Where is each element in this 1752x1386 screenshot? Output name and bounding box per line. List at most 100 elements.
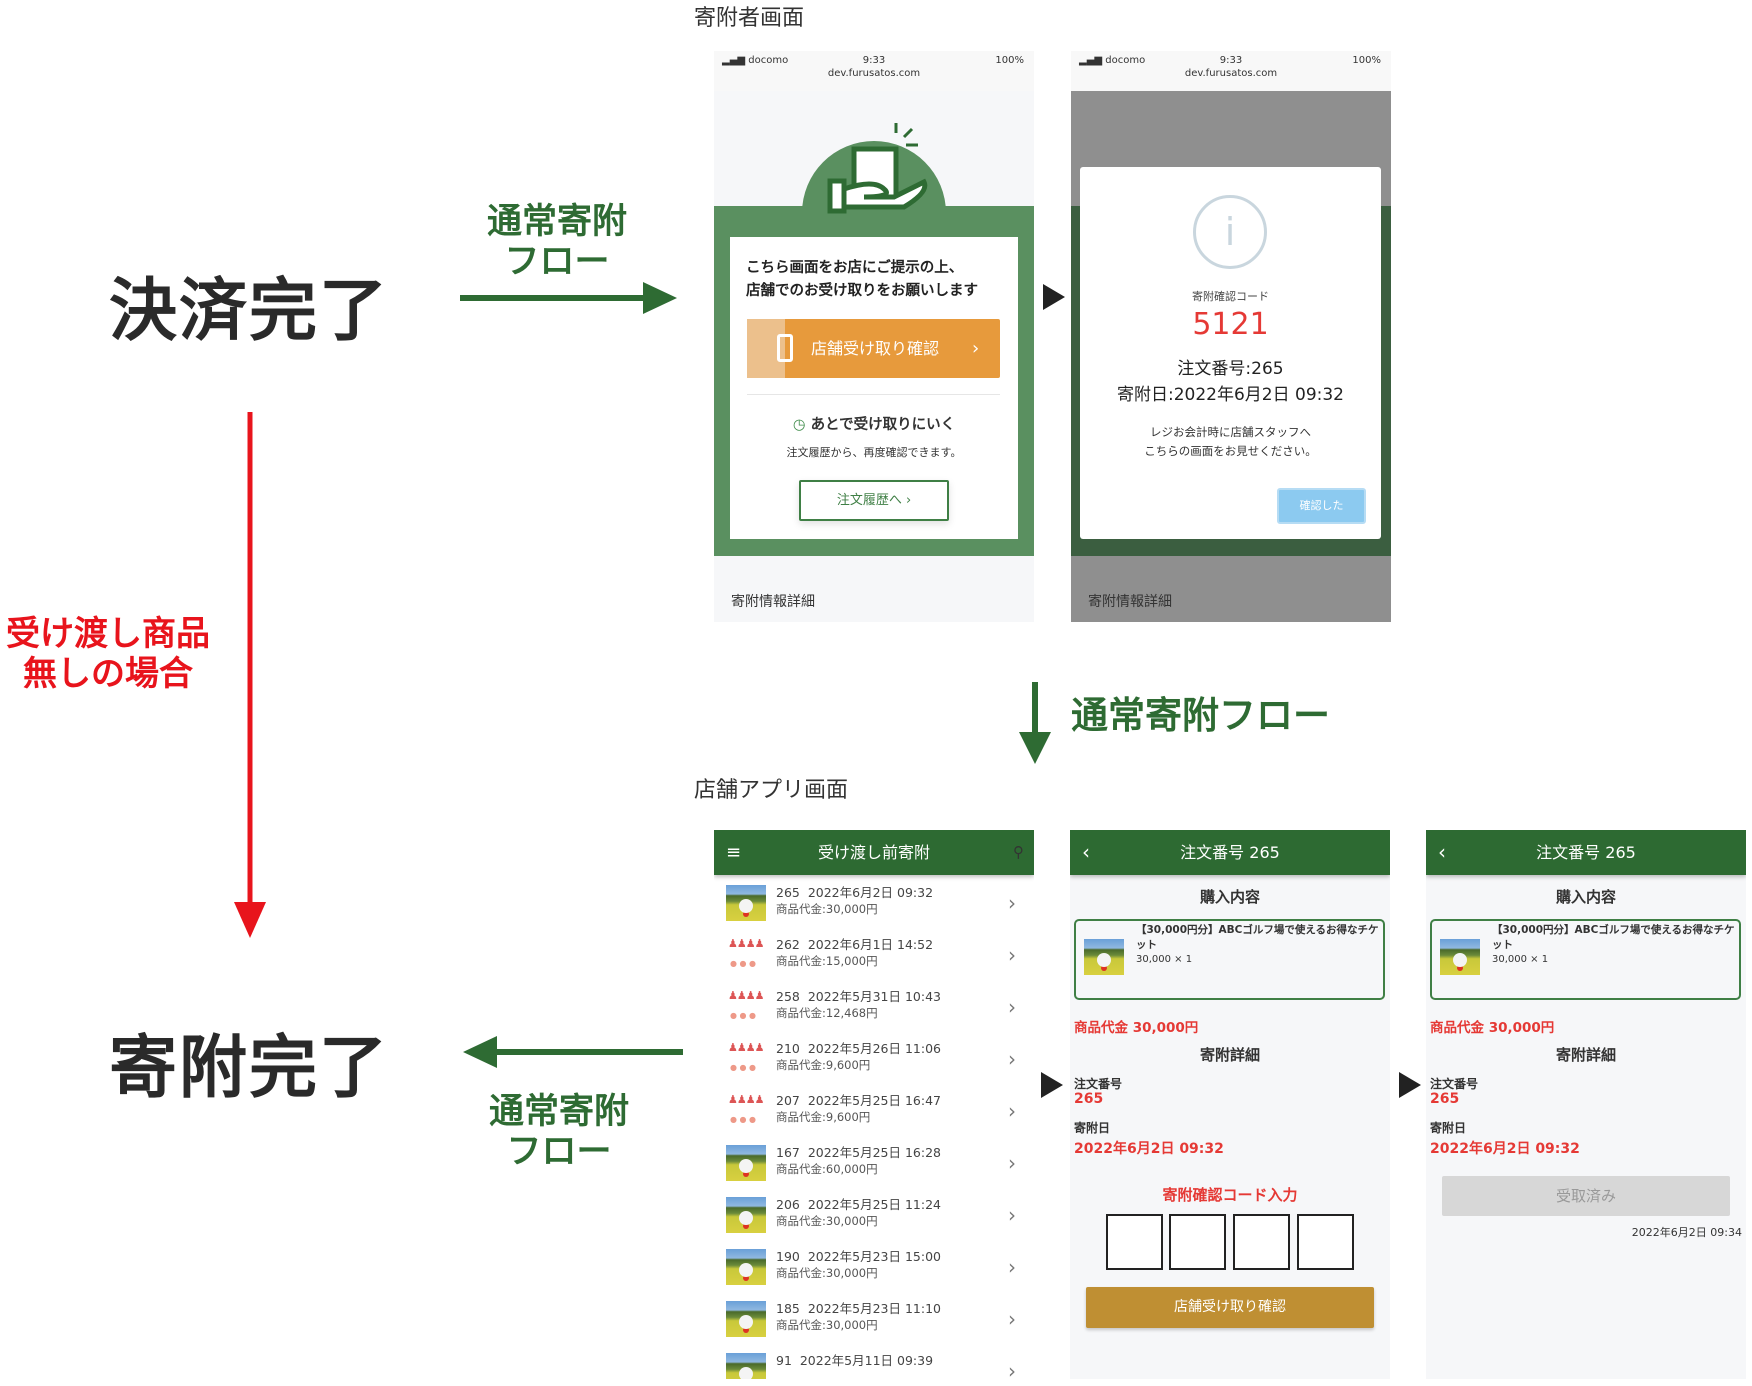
search-icon[interactable]: ⚲ <box>1013 843 1024 861</box>
item-date: 2022年5月31日 10:43 <box>807 989 941 1004</box>
instruction-line: こちら画面をお店にご提示の上、 <box>746 260 964 276</box>
smartphone-icon <box>777 334 793 362</box>
instruction-line: 店舗でのお受け取りをお願いします <box>746 283 978 299</box>
item-id: 190 <box>776 1249 800 1264</box>
item-date: 2022年5月25日 11:24 <box>807 1197 941 1212</box>
down-arrow-green <box>1019 682 1051 764</box>
item-date: 2022年5月26日 11:06 <box>807 1041 941 1056</box>
list-item[interactable]: 91 2022年5月11日 09:39 › <box>714 1345 1034 1379</box>
item-price: 商品代金:30,000円 <box>776 1266 878 1280</box>
code-digit-input[interactable] <box>1233 1214 1290 1270</box>
item-id: 206 <box>776 1197 800 1212</box>
next-triangle <box>1041 1072 1063 1098</box>
donation-complete-label: 寄附完了 <box>108 1029 389 1108</box>
code-modal: i 寄附確認コード 5121 注文番号:265 寄附日:2022年6月2日 09… <box>1080 167 1381 539</box>
code-digit-input[interactable] <box>1106 1214 1163 1270</box>
detail-heading: 寄附詳細 <box>1199 1046 1260 1064</box>
item-price: 商品代金:15,000円 <box>776 954 878 968</box>
header-title: 受け渡し前寄附 <box>817 843 930 862</box>
next-triangle <box>1399 1072 1421 1098</box>
code-digit-input[interactable] <box>1169 1214 1226 1270</box>
right-arrow-green <box>460 282 677 314</box>
no-item-label: 受け渡し商品無しの場合 <box>0 614 223 694</box>
store-receive-confirm-button[interactable]: 店舗受け取り確認 <box>1086 1287 1374 1328</box>
store-screen-label: 店舗アプリ画面 <box>694 778 849 803</box>
receive-card: こちら画面をお店にご提示の上、店舗でのお受け取りをお願いします 店舗受け取り確認… <box>730 237 1018 539</box>
item-thumbnail <box>726 1353 766 1379</box>
message-line: レジお会計時に店舗スタッフへ <box>1150 425 1311 439</box>
flow-text: 無しの場合 <box>23 654 193 694</box>
item-id: 258 <box>776 989 800 1004</box>
item-price: 商品代金:60,000円 <box>776 1162 878 1176</box>
normal-flow-label-down: 通常寄附フロー <box>1071 694 1330 737</box>
info-icon: i <box>1193 195 1267 269</box>
normal-flow-label-top: 通常寄附フロー <box>447 202 667 282</box>
order-value: 265 <box>1074 1091 1104 1107</box>
purchase-heading: 購入内容 <box>1555 888 1616 906</box>
hand-package-icon <box>827 123 928 214</box>
button-label: 店舗受け取り確認 <box>811 339 940 358</box>
down-arrow-red <box>234 412 266 938</box>
order-label: 注文番号 <box>1430 1077 1479 1091</box>
item-thumbnail <box>726 1301 766 1337</box>
product-thumbnail <box>1440 939 1480 975</box>
header-title: 注文番号 265 <box>1180 843 1280 862</box>
back-icon[interactable]: ‹ <box>1082 840 1090 864</box>
date-value: 2022年6月2日 09:32 <box>1074 1141 1224 1157</box>
item-date: 2022年6月2日 09:32 <box>807 885 934 900</box>
chevron-right-icon: › <box>1008 1307 1016 1331</box>
chevron-right-icon: › <box>1008 1047 1016 1071</box>
chevron-right-icon: › <box>1008 1255 1016 1279</box>
item-thumbnail <box>726 1249 766 1285</box>
donation-date: 寄附日:2022年6月2日 09:32 <box>1116 385 1345 405</box>
confirmation-code: 5121 <box>1192 307 1269 342</box>
code-input-label: 寄附確認コード入力 <box>1162 1186 1298 1204</box>
item-price: 商品代金:30,000円 <box>776 1318 878 1332</box>
battery: 100% <box>1352 55 1381 66</box>
order-history-button[interactable]: 注文履歴へ › <box>799 480 949 521</box>
confirmed-button[interactable]: 確認した <box>1277 488 1366 524</box>
code-digit-input[interactable] <box>1297 1214 1354 1270</box>
item-id: 207 <box>776 1093 800 1108</box>
menu-icon[interactable]: ≡ <box>726 842 742 863</box>
chevron-right-icon: › <box>972 338 980 359</box>
item-price: 商品代金:30,000円 <box>776 902 878 916</box>
divider <box>747 394 1000 395</box>
chevron-right-icon: › <box>1008 1359 1016 1379</box>
item-thumbnail <box>726 1093 766 1129</box>
item-date: 2022年5月25日 16:28 <box>807 1145 941 1160</box>
header-title: 注文番号 265 <box>1536 843 1636 862</box>
item-id: 262 <box>776 937 800 952</box>
chevron-right-icon: › <box>905 493 912 508</box>
store-receive-confirm-button[interactable]: 店舗受け取り確認 › <box>747 319 1000 378</box>
url-bar[interactable]: dev.furusatos.com <box>1184 68 1278 79</box>
item-id: 91 <box>776 1353 792 1368</box>
item-thumbnail <box>726 885 766 921</box>
url-bar[interactable]: dev.furusatos.com <box>827 68 921 79</box>
clock-icon: ◷ <box>792 417 811 433</box>
item-id: 210 <box>776 1041 800 1056</box>
back-icon[interactable]: ‹ <box>1438 840 1446 864</box>
button-label: 注文履歴へ <box>836 493 902 508</box>
item-price: 商品代金:30,000円 <box>776 1214 878 1228</box>
